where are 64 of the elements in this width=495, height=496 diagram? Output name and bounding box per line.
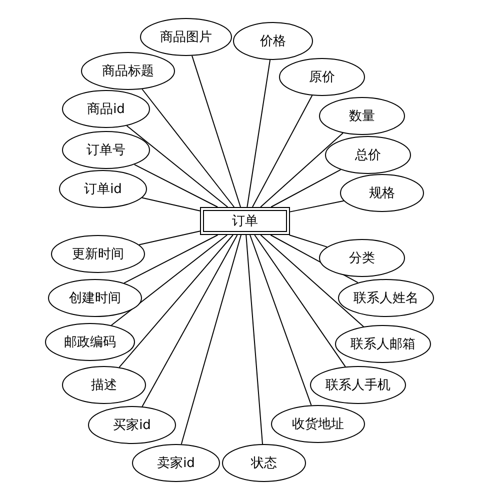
connector-line: [260, 234, 364, 328]
attribute-ellipse: [340, 174, 424, 212]
attribute-label: 分类: [349, 252, 375, 264]
attribute-ellipse: [319, 97, 405, 135]
attribute-ellipse: [310, 366, 406, 404]
attribute-label: 描述: [91, 378, 117, 392]
attribute-label: 邮政编码: [64, 336, 116, 348]
attribute-ellipse: [48, 279, 142, 317]
attribute-label: 收货地址: [292, 418, 344, 430]
attribute-label: 买家id: [113, 418, 151, 432]
attribute-label: 联系人邮箱: [350, 338, 416, 350]
connector-line: [246, 234, 263, 444]
connector-line: [254, 234, 346, 368]
entity-box: [200, 207, 290, 235]
attribute-label: 联系人手机: [326, 378, 390, 392]
attribute-ellipse: [338, 279, 434, 317]
attribute-ellipse: [222, 444, 306, 482]
connector-line: [118, 234, 234, 368]
attribute-ellipse: [335, 325, 431, 363]
connector-line: [252, 95, 313, 208]
attribute-ellipse: [88, 406, 176, 444]
connector-line: [192, 55, 241, 208]
attribute-ellipse: [233, 22, 313, 60]
connector-line: [142, 197, 200, 212]
attribute-label: 商品图片: [160, 30, 212, 44]
attribute-ellipse: [62, 131, 150, 169]
attribute-ellipse: [51, 235, 145, 273]
connector-line: [126, 125, 228, 208]
connector-line: [250, 234, 312, 406]
connector-line: [138, 230, 200, 246]
connector-line: [246, 59, 271, 208]
attribute-label: 总价: [355, 148, 381, 162]
attribute-ellipse: [81, 52, 175, 90]
attribute-ellipse: [59, 170, 147, 208]
attribute-label: 更新时间: [72, 248, 124, 260]
attribute-label: 联系人姓名: [354, 292, 418, 304]
attribute-ellipse: [45, 323, 135, 361]
attribute-ellipse: [140, 18, 232, 56]
attribute-label: 创建时间: [69, 292, 121, 304]
connector-line: [290, 200, 344, 212]
attribute-label: 状态: [251, 456, 277, 470]
attribute-ellipse: [325, 136, 411, 174]
attribute-ellipse: [271, 405, 365, 443]
attribute-label: 原价: [309, 70, 335, 84]
attribute-label: 商品标题: [102, 64, 154, 78]
attribute-ellipse: [132, 444, 220, 482]
attribute-label: 订单号: [86, 144, 126, 156]
connector-line: [110, 234, 228, 326]
attribute-ellipse: [62, 366, 146, 404]
attribute-label: 商品id: [87, 102, 125, 116]
attribute-label: 卖家id: [157, 456, 195, 470]
connector-line: [142, 88, 235, 208]
connector-line: [260, 132, 344, 208]
entity-label: 订单: [232, 214, 258, 228]
attribute-label: 订单id: [84, 182, 122, 196]
attribute-label: 价格: [260, 34, 286, 48]
attribute-ellipse: [62, 90, 150, 128]
attribute-ellipse: [279, 58, 365, 96]
attribute-label: 数量: [349, 110, 375, 122]
connector-line: [288, 234, 328, 248]
connector-line: [270, 169, 342, 208]
attribute-ellipse: [319, 239, 405, 277]
connector-line: [180, 234, 242, 445]
attribute-label: 规格: [369, 186, 395, 200]
